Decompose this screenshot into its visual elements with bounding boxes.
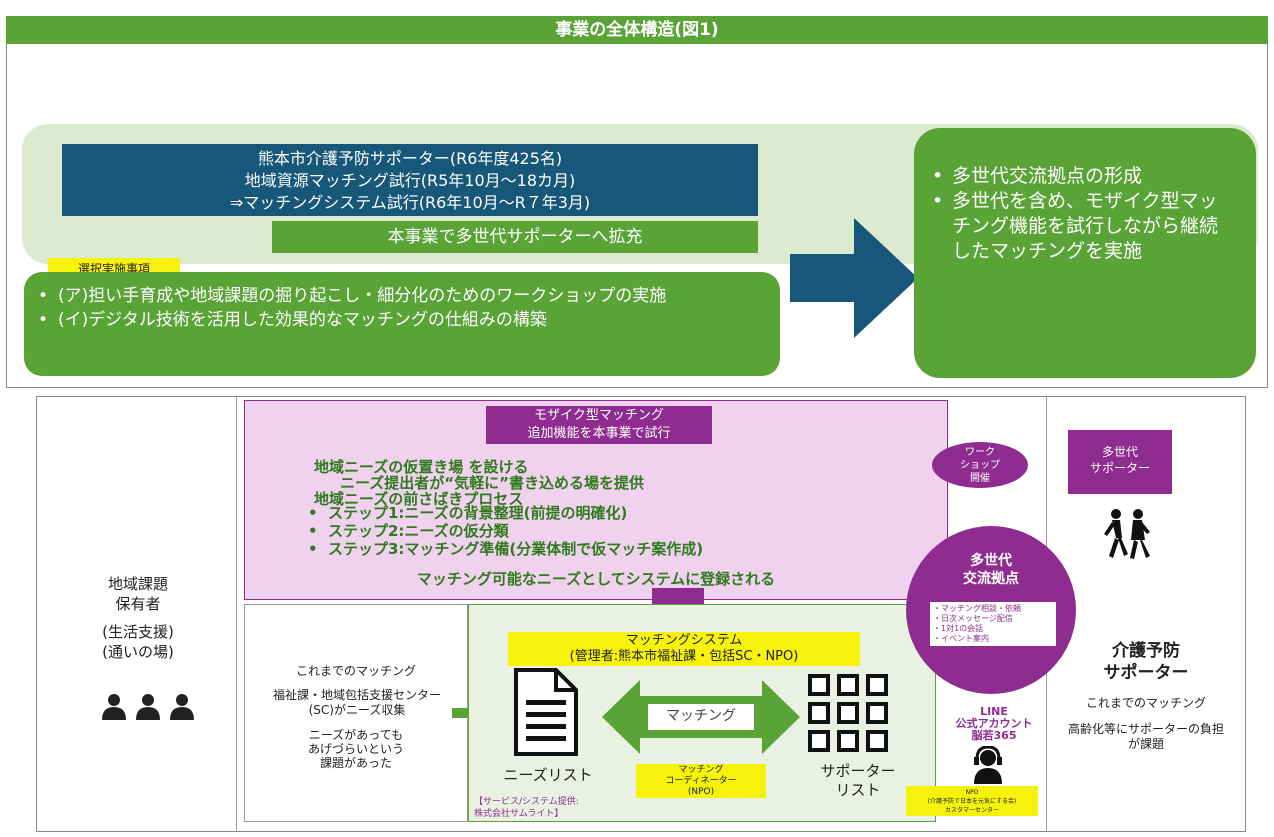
step-item: ステップ1:ニーズの背景整理(前提の明確化): [300, 504, 703, 522]
npo-support-label: NPO (介護予防で日本を元気にする会) カスタマーセンター: [906, 786, 1038, 816]
three-people-icon: [102, 694, 194, 720]
issue-holder-subtitle: (生活支援) (通いの場): [102, 623, 174, 661]
document-icon: [514, 668, 578, 756]
double-arrow-icon: [602, 680, 800, 754]
issue-holder-title: 地域課題 保有者: [107, 575, 168, 613]
needs-list-label: ニーズリスト: [503, 766, 593, 784]
coordinator-label: マッチング コーディネーター (NPO): [636, 764, 766, 798]
mosaic-tag: モザイク型マッチング 追加機能を本事業で試行: [486, 406, 712, 444]
divider: [236, 396, 237, 832]
care-supporter-title: 介護予防 サポーター: [1103, 641, 1189, 683]
step-item: ステップ3:マッチング準備(分業体制で仮マッチ案作成): [300, 540, 703, 558]
structure-diagram-frame: [36, 396, 1246, 832]
previous-matching-text: 福祉課・地域包括支援センター(SC)がニーズ収集: [272, 688, 441, 717]
line-account-label: LINE 公式アカウント 脳若365: [955, 705, 1033, 742]
current-programs-box: 熊本市介護予防サポーター(R6年度425名) 地域資源マッチング試行(R5年10…: [62, 144, 758, 216]
page-title: 事業の全体構造(図1): [6, 16, 1268, 44]
hub-features: ・マッチング相談・依頼 ・日次メッセージ配信 ・1対1の会話 ・イベント案内: [930, 602, 1056, 646]
supporter-list-label: サポーター リスト: [820, 762, 896, 799]
matching-system-title: マッチングシステム (管理者:熊本市福祉課・包括SC・NPO): [508, 632, 860, 666]
previous-matching-issue: ニーズがあっても あげづらいという 課題があった: [307, 728, 404, 770]
expand-banner: 本事業で多世代サポーターへ拡充: [272, 221, 758, 253]
right-previous-matching: これまでのマッチング: [1085, 696, 1206, 710]
outcome-item: 多世代交流拠点の形成: [924, 164, 1226, 189]
workshop-badge: ワーク ショップ 開催: [932, 442, 1028, 488]
mosaic-line: 地域ニーズの仮置き場 を設ける: [314, 458, 529, 476]
provider-note: 【サービス/システム提供: 株式会社サムライト】: [474, 797, 579, 819]
matching-label: マッチング: [666, 708, 736, 724]
selected-items-box: (ア)担い手育成や地域課題の掘り起こし・細分化のためのワークショップの実施 (イ…: [24, 272, 780, 376]
outcome-item: 多世代を含め、モザイク型マッチング機能を試行しながら継続したマッチングを実施: [924, 189, 1226, 264]
multi-gen-supporter-badge: 多世代 サポーター: [1068, 430, 1172, 494]
mosaic-steps: ステップ1:ニーズの背景整理(前提の明確化) ステップ2:ニーズの仮分類 ステッ…: [300, 504, 703, 558]
grid-icon: [808, 674, 888, 752]
outcome-box: 多世代交流拠点の形成 多世代を含め、モザイク型マッチング機能を試行しながら継続し…: [914, 128, 1256, 378]
register-note: マッチング可能なニーズとしてシステムに登録される: [416, 570, 776, 588]
headset-operator-icon: [974, 746, 1002, 784]
step-item: ステップ2:ニーズの仮分類: [300, 522, 703, 540]
supporter-burden-issue: 高齢化等にサポーターの負担が課題: [1067, 722, 1224, 751]
hub-title: 多世代 交流拠点: [963, 553, 1019, 587]
top-section-frame: [6, 16, 1268, 388]
mosaic-line: ニーズ提出者が“気軽に”書き込める場を提供: [340, 474, 644, 492]
previous-matching-title: これまでのマッチング: [295, 664, 416, 678]
selected-item: (イ)デジタル技術を活用した効果的なマッチングの仕組みの構築: [30, 308, 766, 332]
right-arrow-icon: [790, 218, 918, 338]
walking-people-icon: [1104, 509, 1150, 559]
selected-item: (ア)担い手育成や地域課題の掘り起こし・細分化のためのワークショップの実施: [30, 284, 766, 308]
